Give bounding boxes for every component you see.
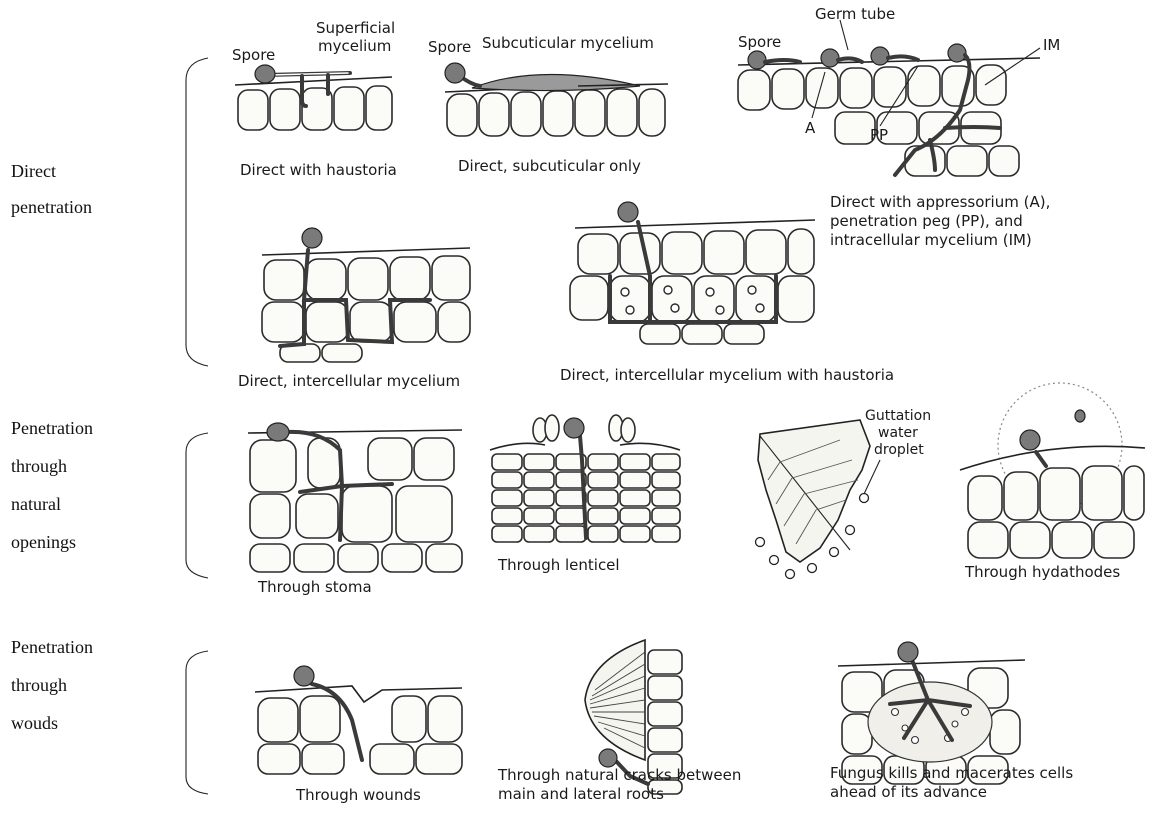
spore [948, 44, 966, 62]
cell-layer [250, 438, 462, 572]
label-germ-tube: Germ tube [815, 5, 895, 23]
leader-line [864, 460, 880, 494]
caption-line: Through natural cracks between [497, 766, 741, 784]
label-mycelium: mycelium [318, 37, 391, 55]
panel-direct-intercellular: Direct, intercellular mycelium [238, 228, 470, 390]
spore [564, 418, 584, 438]
caption-line: ahead of its advance [830, 783, 987, 801]
panel-through-lenticel: Through lenticel [490, 415, 680, 574]
bracket-wounds [186, 651, 208, 794]
spore [821, 49, 839, 67]
spore [267, 423, 289, 441]
spore [294, 666, 314, 686]
caption: Direct, subcuticular only [458, 157, 641, 175]
spore [255, 65, 275, 83]
caption-line: penetration peg (PP), and [830, 212, 1023, 230]
caption: Through wounds [295, 786, 421, 804]
panel-fungus-macerates: Fungus kills and macerates cells ahead o… [830, 642, 1073, 801]
caption-line: intracellular mycelium (IM) [830, 231, 1032, 249]
spore [748, 51, 766, 69]
leader-line [840, 20, 848, 50]
label-superficial: Superficial [316, 19, 395, 37]
label-spore: Spore [232, 46, 275, 64]
germ-tube [838, 58, 862, 62]
spore [871, 47, 889, 65]
label-spore: Spore [738, 33, 781, 51]
panel-through-hydathodes: Through hydathodes [960, 383, 1145, 581]
caption: Direct, intercellular mycelium [238, 372, 460, 390]
label-water: water [878, 425, 918, 441]
caption: Direct with haustoria [240, 161, 397, 179]
spore [618, 202, 638, 222]
spore [445, 63, 465, 83]
panel-direct-subcuticular: Spore Subcuticular mycelium Direct, subc… [428, 34, 668, 175]
leaf-surface [575, 220, 815, 228]
panel-guttation-leaf: Guttation water droplet [756, 408, 932, 579]
label-droplet: droplet [874, 442, 924, 458]
floating-spore [1075, 410, 1085, 422]
intracellular-mycelium [945, 127, 1000, 128]
epidermis [490, 443, 680, 450]
panel-through-wounds: Through wounds [255, 666, 462, 804]
caption-line: Fungus kills and macerates cells [830, 764, 1073, 782]
caption-line: main and lateral roots [498, 785, 664, 803]
cell-layer [258, 696, 462, 774]
spore [898, 642, 918, 662]
cell-layer [968, 466, 1144, 558]
label-subcuticular: Subcuticular mycelium [482, 34, 654, 52]
subcuticular-mycelium [472, 74, 640, 90]
macerated-zone [868, 682, 992, 762]
bracket-natural [186, 433, 208, 578]
germ-tube [1036, 452, 1046, 466]
germ-tube [765, 60, 800, 62]
label-pp: PP [870, 126, 888, 144]
spore [302, 228, 322, 248]
panel-direct-appressorium: Spore Germ tube IM A PP Direct with appr… [738, 5, 1060, 249]
leaf-surface [960, 446, 1145, 470]
caption: Through stoma [257, 578, 372, 596]
germ-tube [888, 56, 918, 60]
leaf-surface [262, 248, 470, 255]
caption: Through lenticel [497, 556, 620, 574]
caption: Through hydathodes [964, 563, 1120, 581]
spore [1020, 430, 1040, 450]
spore [599, 749, 617, 767]
lateral-root [585, 640, 645, 760]
panel-direct-haustoria: Spore Superficial mycelium Direct with h… [232, 19, 397, 179]
label-guttation: Guttation [865, 408, 931, 424]
panel-through-cracks: Through natural cracks between main and … [497, 640, 741, 803]
label-spore: Spore [428, 38, 471, 56]
label-a: A [805, 119, 816, 137]
label-im: IM [1043, 36, 1060, 54]
caption: Direct, intercellular mycelium with haus… [560, 366, 894, 384]
cell-layer [447, 89, 665, 136]
caption-line: Direct with appressorium (A), [830, 193, 1050, 211]
bracket-direct [186, 58, 208, 366]
leaf-surface [838, 660, 1025, 666]
cell-layer [238, 86, 392, 130]
panel-through-stoma: Through stoma [248, 423, 462, 596]
